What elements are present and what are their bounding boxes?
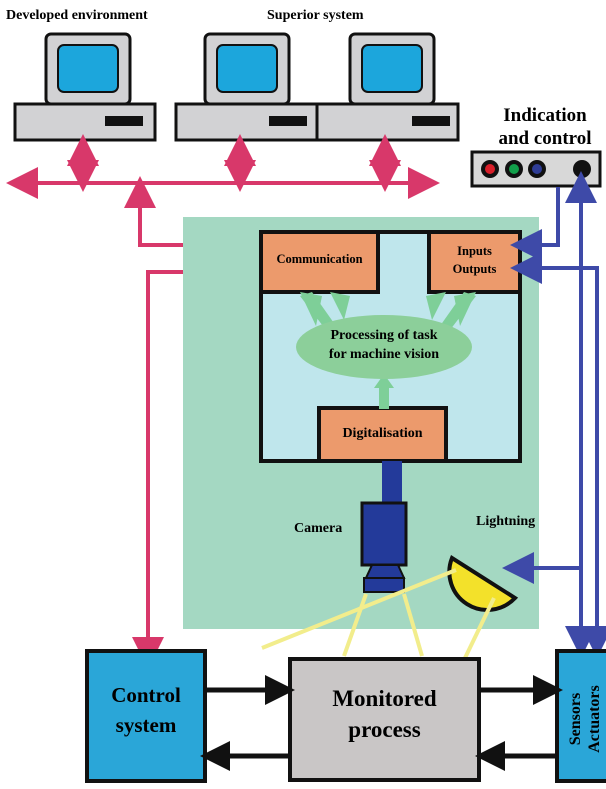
sensors-actuators-label: Sensors Actuators [566, 654, 604, 784]
monitored-process-label: Monitored process [292, 683, 477, 745]
indication-control-panel [470, 150, 602, 188]
light-rays [261, 568, 496, 659]
computer-superior-system-2 [315, 32, 460, 142]
monitored-process-box [288, 657, 481, 782]
io-links [502, 171, 606, 658]
actuators-label: Actuators [586, 685, 603, 753]
digitalisation-box [317, 406, 448, 463]
monitored-label-line1: Monitored [332, 686, 437, 711]
processing-label: Processing of task for machine vision [296, 326, 472, 364]
outputs-label: Outputs [452, 262, 497, 276]
control-system-label: Control system [89, 680, 203, 740]
sensors-actuators-box [555, 649, 606, 783]
developed-environment-label: Developed environment [6, 8, 148, 23]
communication-box [259, 230, 380, 294]
sensors-label: Sensors [567, 692, 584, 746]
control-system-box [85, 649, 207, 783]
camera-label: Camera [294, 521, 343, 536]
process-arrows [200, 675, 563, 771]
processing-ellipse [296, 315, 472, 379]
superior-system-label: Superior system [267, 8, 364, 23]
control-label-line1: Control [111, 683, 181, 707]
indication-control-label: Indication and control [470, 104, 606, 150]
processing-label-line2: for machine vision [328, 347, 440, 362]
processing-label-line1: Processing of task [330, 328, 438, 343]
control-label-line2: system [115, 713, 177, 737]
computer-developed-environment [13, 32, 157, 142]
computer-superior-system-1 [174, 32, 319, 142]
camera-icon [360, 461, 408, 593]
indication-label-line1: Indication [503, 105, 587, 126]
processing-arrows [300, 292, 476, 409]
inputs-outputs-label: Inputs Outputs [431, 242, 518, 278]
inputs-label: Inputs [457, 244, 492, 258]
lightning-label: Lightning [476, 514, 536, 529]
monitored-label-line2: process [348, 717, 421, 742]
indication-label-line2: and control [498, 128, 592, 149]
digitalisation-label: Digitalisation [342, 426, 423, 441]
communication-label: Communication [276, 252, 363, 266]
